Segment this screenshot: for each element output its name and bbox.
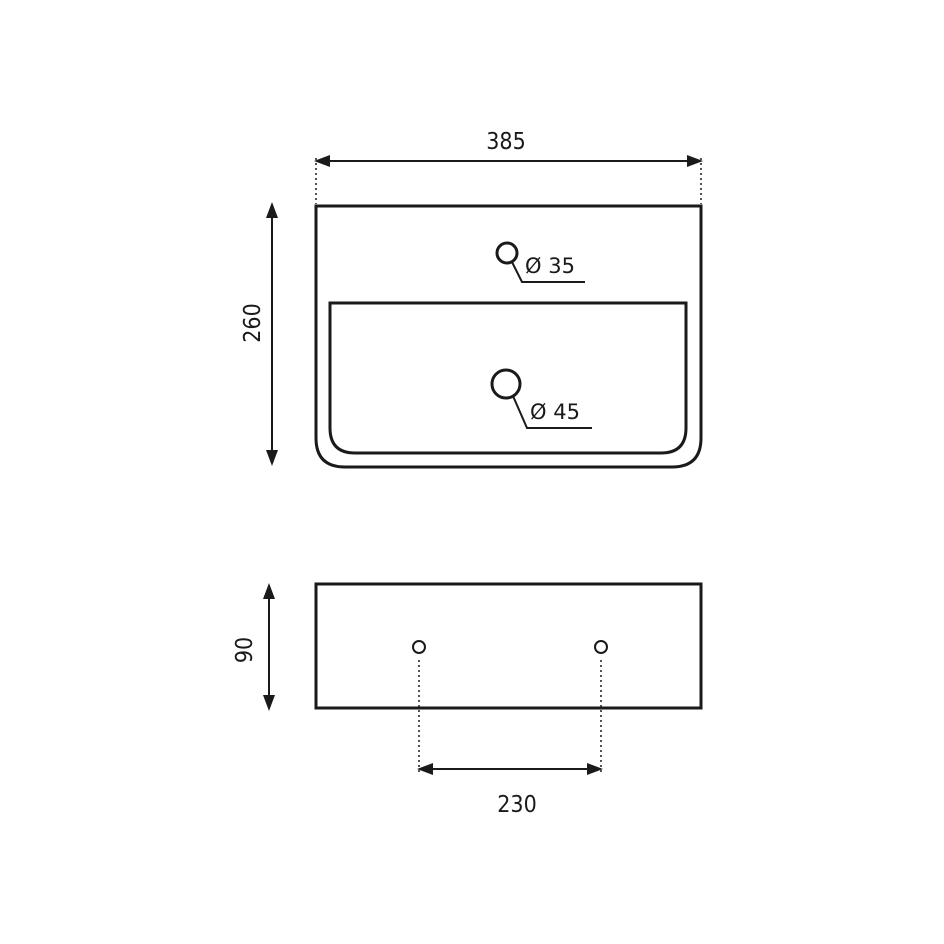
top-view: Ø 35 Ø 45 385 260: [240, 129, 703, 469]
mounting-hole-right: [594, 640, 608, 654]
drain-hole: [490, 368, 522, 400]
mounting-spacing-label: 230: [497, 792, 537, 818]
mounting-hole-left: [412, 640, 426, 654]
front-height-dimension-label: 90: [232, 637, 258, 663]
bowl-outline: [328, 301, 688, 455]
mounting-spacing-dimension: 230: [417, 660, 603, 818]
front-height-arrow-top: [263, 583, 275, 599]
depth-arrow-top: [266, 202, 278, 218]
depth-arrow-bottom: [266, 450, 278, 466]
depth-dimension: 260: [240, 202, 278, 466]
tap-hole-leader: [511, 261, 585, 283]
drain-hole-leader: [512, 395, 592, 429]
width-dimension-label: 385: [486, 129, 526, 155]
width-dimension: 385: [314, 129, 703, 204]
width-arrow-right: [687, 155, 703, 167]
width-arrow-left: [314, 155, 330, 167]
tap-hole: [495, 241, 519, 265]
front-view: 90 230: [232, 582, 703, 818]
front-height-dimension: 90: [232, 583, 275, 711]
tap-hole-diameter-label: Ø 35: [525, 254, 575, 278]
basin-outline: [314, 204, 703, 469]
front-outline: [314, 582, 703, 710]
spacing-arrow-right: [587, 763, 603, 775]
spacing-arrow-left: [417, 763, 433, 775]
front-height-arrow-bottom: [263, 695, 275, 711]
drain-hole-diameter-label: Ø 45: [530, 400, 580, 424]
depth-dimension-label: 260: [240, 303, 266, 343]
